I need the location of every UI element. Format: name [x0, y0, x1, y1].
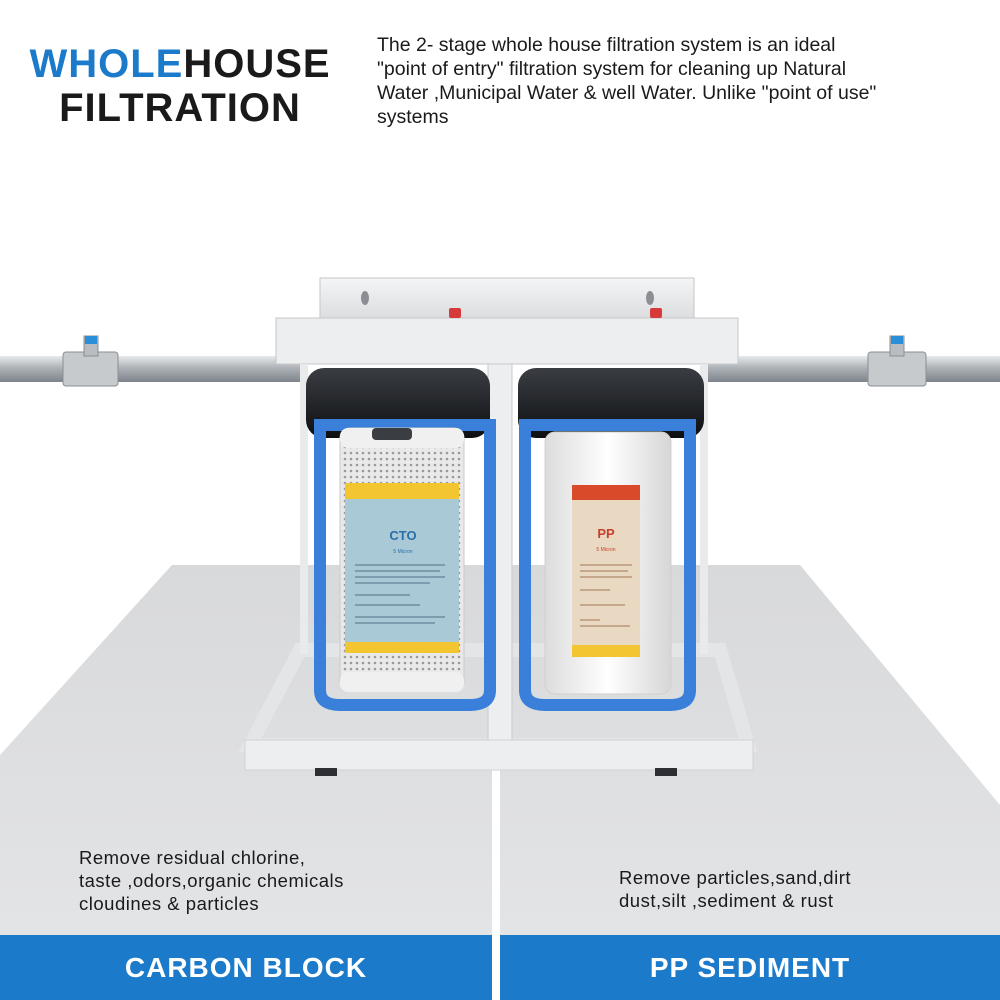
carbon-filter-label-lines [355, 564, 445, 624]
pp-sediment-banner: PP SEDIMENT [500, 935, 1000, 1000]
intro-text: The 2- stage whole house filtration syst… [377, 34, 877, 128]
pp-filter-label: PP [597, 526, 615, 541]
title-line2: FILTRATION [59, 86, 301, 130]
carbon-filter-sublabel: 5 Micron [393, 549, 412, 555]
carbon-filter-housing [306, 368, 496, 711]
pp-filter-housing [518, 368, 704, 711]
carbon-block-description: Remove residual chlorine, taste ,odors,o… [79, 847, 344, 914]
pp-filter-label-lines [580, 564, 632, 627]
title-part2: HOUSE [183, 42, 331, 86]
carbon-block-banner: CARBON BLOCK [0, 935, 492, 1000]
pp-sediment-title: PP SEDIMENT [649, 951, 851, 983]
page-title: WHOLEHOUSE FILTRATION [20, 42, 340, 130]
outlet-pipe [700, 335, 1000, 387]
floor-divider [492, 780, 500, 935]
inlet-pipe [0, 335, 305, 387]
mounting-bracket [275, 277, 739, 365]
pp-sediment-description: Remove particles,sand,dirt dust,silt ,se… [619, 867, 852, 911]
pp-filter-sublabel: 5 Micron [596, 547, 615, 553]
carbon-filter-label: CTO [389, 528, 416, 543]
carbon-block-title: CARBON BLOCK [124, 951, 368, 983]
title-part1: WHOLE [29, 42, 184, 86]
